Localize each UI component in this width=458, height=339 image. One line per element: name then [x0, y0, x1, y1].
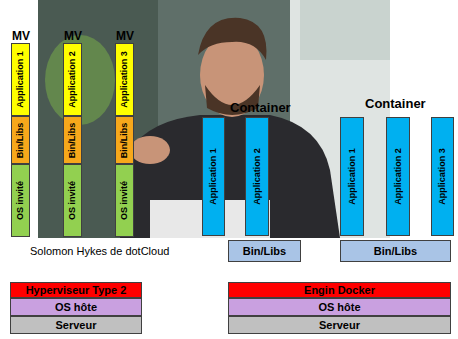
box-label: OS invité: [120, 181, 129, 220]
photo-hand: [130, 136, 170, 164]
photo-hair: [198, 18, 266, 60]
photo-banner: [300, 0, 390, 60]
photo-sweater: [120, 115, 340, 238]
group-heading: MV: [12, 30, 30, 42]
box-label: Hyperviseur Type 2: [26, 285, 127, 296]
photo-caption: Solomon Hykes de dotCloud: [30, 246, 169, 257]
layer-box: Bin/Libs: [340, 240, 451, 262]
stack-column-box: Application 1: [11, 43, 30, 116]
box-label: Serveur: [319, 320, 360, 331]
group-heading: Container: [365, 97, 426, 110]
box-label: Application 2: [253, 148, 262, 205]
box-label: Application 2: [68, 51, 77, 108]
layer-box: Hyperviseur Type 2: [10, 282, 142, 298]
layer-box: OS hôte: [228, 298, 451, 316]
box-label: Application 3: [438, 148, 447, 205]
box-label: Bin/Libs: [16, 122, 25, 158]
stack-column-box: OS invité: [63, 164, 82, 237]
layer-box: OS hôte: [10, 298, 142, 316]
box-label: OS hôte: [55, 302, 97, 313]
layer-box: Serveur: [228, 316, 451, 334]
group-heading: MV: [116, 30, 134, 42]
stack-column-box: Application 2: [63, 43, 82, 116]
group-heading: MV: [64, 30, 82, 42]
stack-column-box: OS invité: [11, 164, 30, 237]
layer-box: Bin/Libs: [228, 240, 301, 262]
box-label: OS hôte: [318, 302, 360, 313]
layer-box: Engin Docker: [228, 282, 451, 298]
stack-column-box: Application 3: [115, 43, 134, 116]
stack-column-box: OS invité: [115, 164, 134, 237]
stack-column-box: Application 2: [245, 117, 269, 236]
box-label: Application 1: [348, 148, 357, 205]
stack-column-box: Bin/Libs: [115, 116, 134, 164]
box-label: Bin/Libs: [68, 122, 77, 158]
box-label: Engin Docker: [304, 285, 375, 296]
photo-plant: [45, 35, 115, 125]
box-label: Bin/Libs: [120, 122, 129, 158]
group-heading: Container: [230, 101, 291, 114]
stack-column-box: Bin/Libs: [63, 116, 82, 164]
box-label: OS invité: [16, 181, 25, 220]
box-label: Bin/Libs: [243, 246, 286, 257]
photo-background: [38, 0, 390, 238]
stack-column-box: Application 2: [386, 117, 410, 236]
stack-column-box: Application 1: [340, 117, 364, 236]
stack-column-box: Application 1: [202, 117, 225, 236]
stack-column-box: Bin/Libs: [11, 116, 30, 164]
box-label: OS invité: [68, 181, 77, 220]
box-label: Bin/Libs: [374, 246, 417, 257]
stack-column-box: Application 3: [431, 117, 454, 236]
box-label: Application 2: [394, 148, 403, 205]
box-label: Application 1: [16, 51, 25, 108]
box-label: Serveur: [56, 320, 97, 331]
box-label: Application 3: [120, 51, 129, 108]
layer-box: Serveur: [10, 316, 142, 334]
box-label: Application 1: [209, 148, 218, 205]
